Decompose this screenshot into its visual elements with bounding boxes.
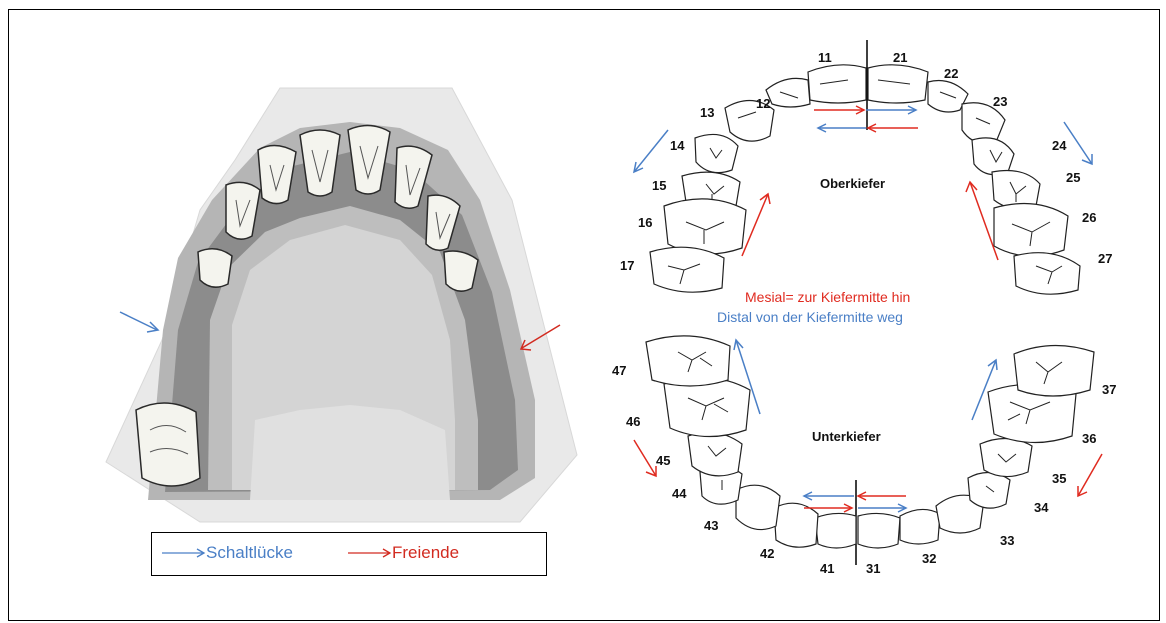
legend-item-freiende: Freiende <box>348 543 459 563</box>
tooth-chart: 11 12 13 14 15 16 17 21 22 23 24 25 26 2… <box>612 40 1116 576</box>
red-arrow-icon <box>348 548 392 558</box>
tooth-number: 32 <box>922 551 936 566</box>
tooth-number: 45 <box>656 453 670 468</box>
tooth-number: 14 <box>670 138 685 153</box>
tooth-number: 15 <box>652 178 666 193</box>
legend: Schaltlücke Freiende <box>151 532 547 576</box>
tooth-number: 25 <box>1066 170 1080 185</box>
distal-text: Distal von der Kiefermitte weg <box>717 309 903 325</box>
tooth-number: 34 <box>1034 500 1049 515</box>
tooth-number: 47 <box>612 363 626 378</box>
tooth-number: 16 <box>638 215 652 230</box>
palate-lower <box>250 405 450 500</box>
tooth-number: 37 <box>1102 382 1116 397</box>
legend-item-schaltluecke: Schaltlücke <box>162 543 293 563</box>
tooth-number: 22 <box>944 66 958 81</box>
tooth-number: 13 <box>700 105 714 120</box>
tooth-number: 41 <box>820 561 834 576</box>
tooth-number: 26 <box>1082 210 1096 225</box>
lower-jaw-label: Unterkiefer <box>812 429 881 444</box>
tooth-number: 36 <box>1082 431 1096 446</box>
tooth-number: 27 <box>1098 251 1112 266</box>
tooth-number: 46 <box>626 414 640 429</box>
lower-mesial-distal-arrows <box>804 492 906 512</box>
schaltluecke-arrow <box>120 312 157 330</box>
legend-label-schaltluecke: Schaltlücke <box>206 543 293 563</box>
tooth-number: 33 <box>1000 533 1014 548</box>
legend-label-freiende: Freiende <box>392 543 459 563</box>
tooth-number: 21 <box>893 50 907 65</box>
tooth-number: 12 <box>756 96 770 111</box>
tooth-number: 44 <box>672 486 687 501</box>
tooth-number: 11 <box>818 50 832 65</box>
tooth-number: 42 <box>760 546 774 561</box>
mesial-text: Mesial= zur Kiefermitte hin <box>745 289 910 305</box>
upper-mesial-distal-arrows <box>814 106 918 132</box>
tooth-number: 35 <box>1052 471 1066 486</box>
tooth-number: 23 <box>993 94 1007 109</box>
upper-jaw-label: Oberkiefer <box>820 176 885 191</box>
tooth-number: 43 <box>704 518 718 533</box>
tooth-number: 31 <box>866 561 880 576</box>
tooth-number: 17 <box>620 258 634 273</box>
blue-arrow-icon <box>162 548 206 558</box>
jaw-model <box>106 88 577 522</box>
tooth-number: 24 <box>1052 138 1067 153</box>
